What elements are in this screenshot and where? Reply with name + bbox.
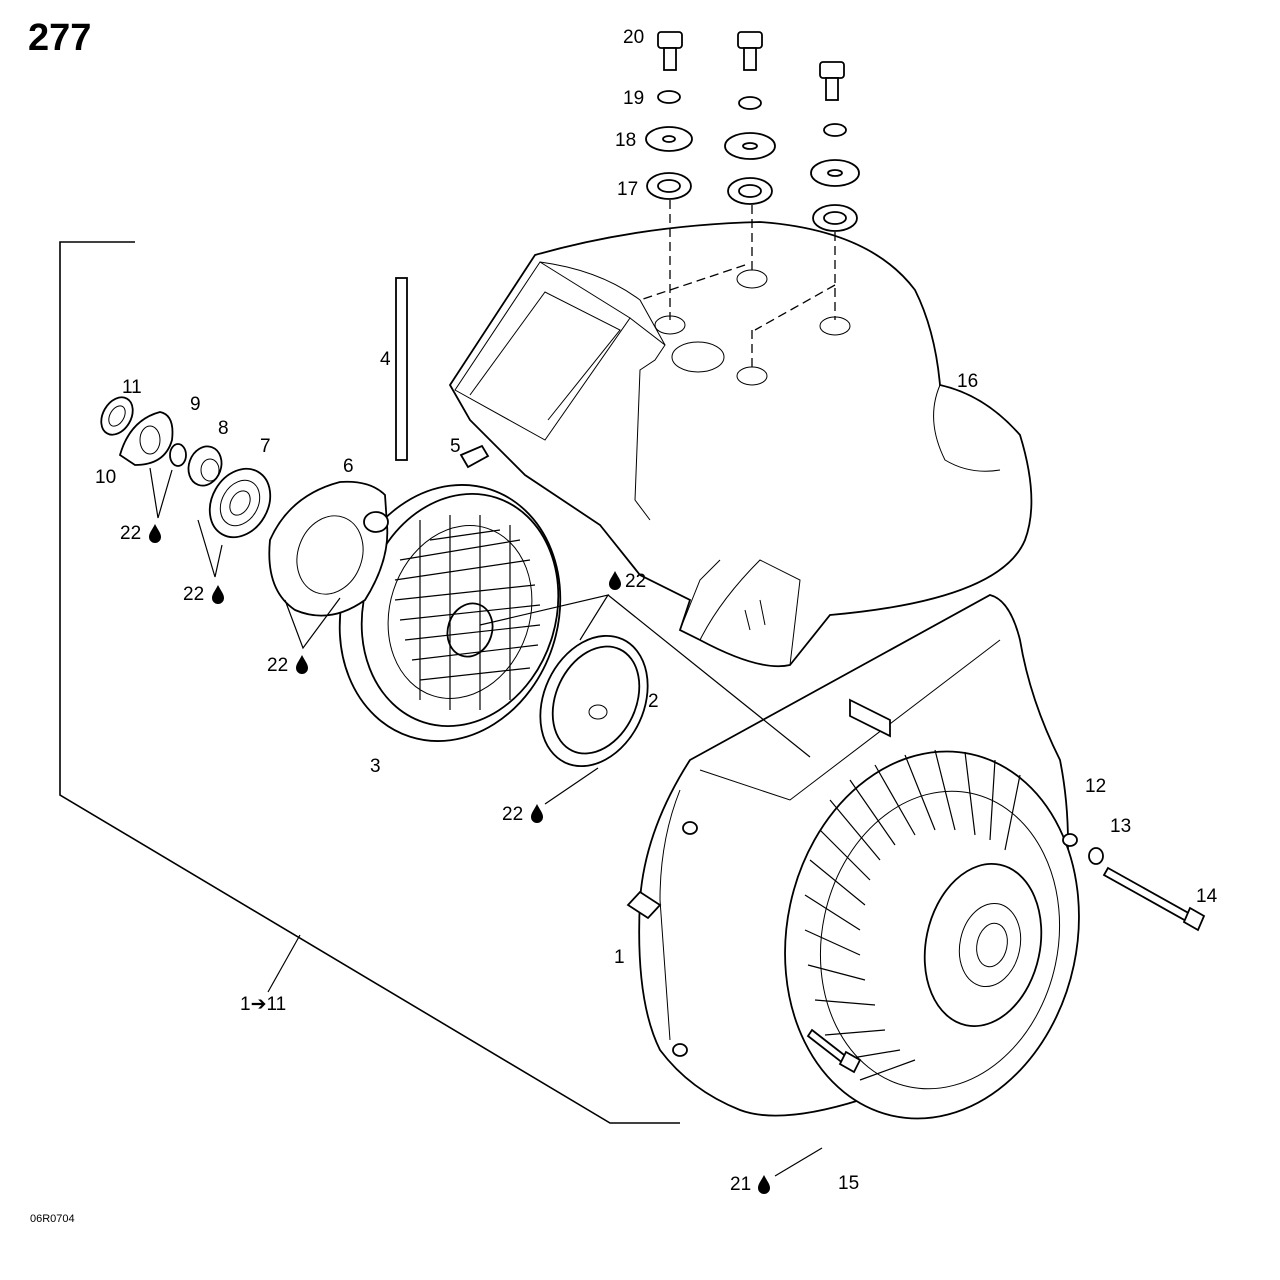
callout-1: 1: [614, 947, 625, 968]
callout-6: 6: [343, 456, 354, 477]
fan-housing-cover: [448, 221, 1033, 668]
starter-housing: [626, 594, 1080, 1120]
callout-7: 7: [260, 436, 271, 457]
figure-code: 06R0704: [30, 1213, 75, 1225]
seal: [100, 396, 134, 436]
screw-15: [806, 1028, 862, 1074]
bolt-stack-2: [724, 31, 776, 370]
callout-3: 3: [370, 756, 381, 777]
callout-17: 17: [617, 179, 638, 200]
callout-18: 18: [615, 130, 636, 151]
callout-22-b: 22: [183, 584, 204, 605]
callout-9: 9: [190, 394, 201, 415]
callout-8: 8: [218, 418, 229, 439]
callout-13: 13: [1110, 816, 1131, 837]
callout-12: 12: [1085, 776, 1106, 797]
callout-16: 16: [957, 371, 978, 392]
washer-9: [169, 443, 187, 467]
page-number: 277: [28, 17, 91, 59]
callout-22-a: 22: [120, 523, 141, 544]
callout-22-e: 22: [502, 804, 523, 825]
cam-plate: [268, 480, 389, 617]
recoil-spring: [539, 634, 649, 768]
washer-8: [187, 445, 223, 487]
callout-11: 11: [122, 377, 142, 398]
rope-sheave: [338, 484, 562, 742]
retainer-plate: [118, 411, 174, 466]
callout-22-c: 22: [267, 655, 288, 676]
pawl-spring: [208, 467, 272, 539]
callout-15: 15: [838, 1173, 859, 1194]
callout-range: 1➔11: [240, 994, 286, 1015]
callout-14: 14: [1196, 886, 1218, 907]
callout-2: 2: [648, 691, 659, 712]
callout-19: 19: [623, 88, 644, 109]
callout-22-d: 22: [625, 571, 646, 592]
starter-rope: [395, 277, 408, 461]
callout-5: 5: [450, 436, 461, 457]
bolt-stack-3: [754, 61, 860, 331]
callout-20: 20: [623, 27, 644, 48]
callout-21: 21: [730, 1174, 751, 1195]
axis-line: [639, 264, 746, 301]
leader-lines: [149, 467, 823, 1177]
assembly-bracket: [59, 241, 680, 1124]
pawl-pin: [459, 444, 490, 469]
screw-14: [1102, 866, 1206, 932]
bolt-stack-1: [645, 31, 693, 320]
washer-13: [1088, 847, 1104, 865]
callout-4: 4: [380, 349, 391, 370]
callout-10: 10: [95, 467, 116, 488]
callout-labels: 1 2 3 4 5 6 7 8 9 10 11 12 13 14 15 16 1…: [95, 27, 1218, 1195]
